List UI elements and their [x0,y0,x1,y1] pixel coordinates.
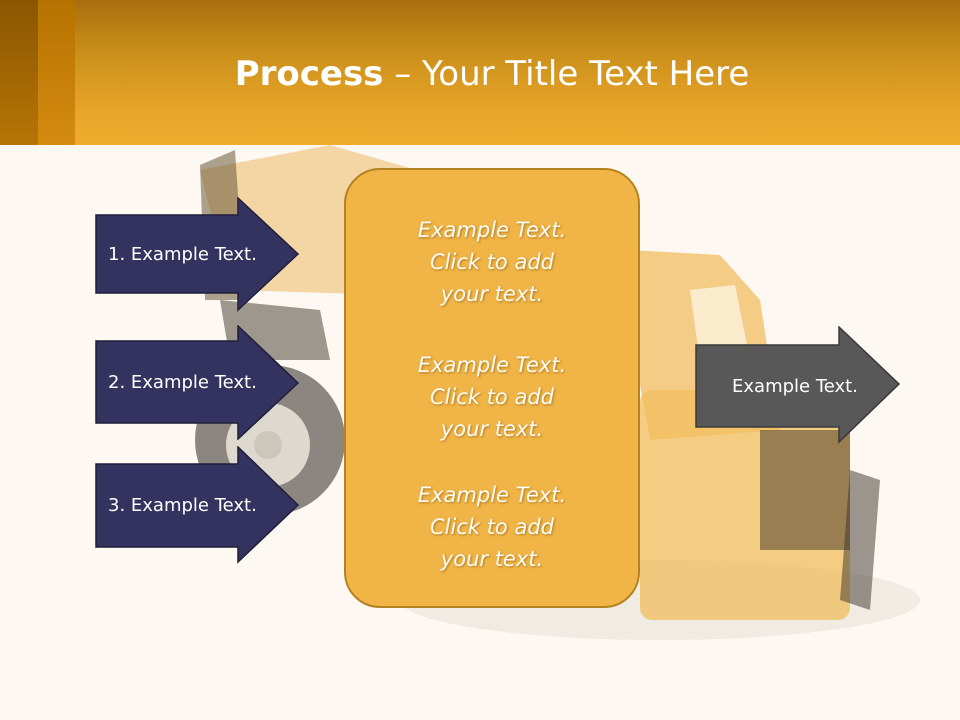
slide-title[interactable]: Process – Your Title Text Here [0,52,960,96]
right-arrow[interactable]: Example Text. [695,326,901,444]
arrow-label: 3. Example Text. [108,495,257,516]
title-bold-part: Process [234,54,384,94]
arrow-label: Example Text. [732,375,858,397]
arrow-shape-icon [695,326,901,444]
header-accent-strip [0,0,38,145]
left-arrow-3[interactable]: 3. Example Text. [95,446,300,564]
arrow-label: 1. Example Text. [108,243,257,265]
center-text-block-3[interactable]: Example Text. Click to add your text. [417,483,567,571]
center-text-block-1[interactable]: Example Text. Click to add your text. [417,218,567,306]
arrow-shape-icon [95,325,300,440]
arrow-label: 2. Example Text. [108,371,257,393]
left-arrow-2[interactable]: 2. Example Text. [95,325,300,440]
title-rest-part: – Your Title Text Here [383,54,750,94]
arrow-shape-icon [95,446,300,564]
center-content-box[interactable]: Example Text. Click to add your text. Ex… [344,168,640,608]
header-accent-strip [38,0,75,145]
center-text-block-2[interactable]: Example Text. Click to add your text. [417,353,567,441]
left-arrow-1[interactable]: 1. Example Text. [95,197,300,312]
title-bar: Process – Your Title Text Here [0,0,960,145]
arrow-shape-icon [95,197,300,312]
